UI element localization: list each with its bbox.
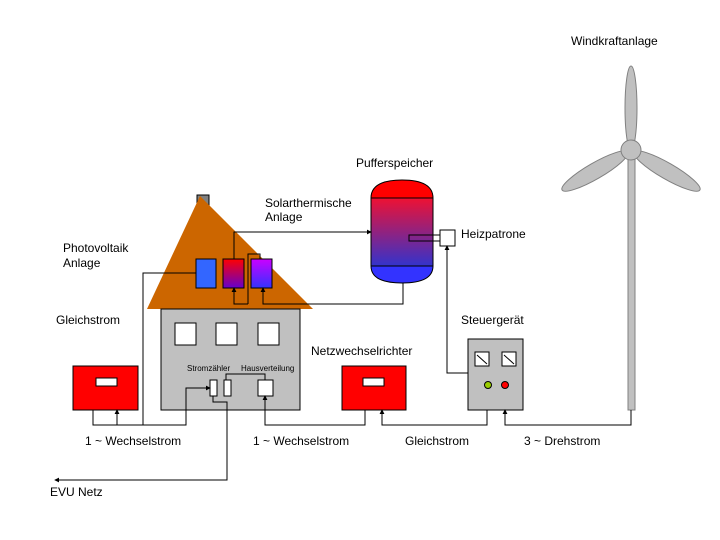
distribution-box	[257, 379, 274, 397]
label-gleichstrom-bottom: Gleichstrom	[405, 434, 469, 448]
grid-inverter	[341, 365, 407, 411]
meter-box	[209, 379, 218, 397]
label-photovoltaik: Photovoltaik	[63, 241, 129, 255]
label-heizpatrone: Heizpatrone	[461, 227, 526, 241]
wiring	[54, 229, 632, 483]
window	[215, 322, 238, 346]
solar-collector-2	[250, 258, 273, 289]
buffer-tank	[370, 179, 456, 284]
label-wechselstrom-1: 1 ~ Wechselstrom	[85, 434, 181, 448]
house	[147, 194, 313, 411]
window	[174, 322, 197, 346]
pv-inverter	[72, 365, 139, 411]
meter-box	[223, 379, 232, 397]
label-wechselstrom-2: 1 ~ Wechselstrom	[253, 434, 349, 448]
controller	[467, 338, 524, 411]
label-steuergeraet: Steuergerät	[461, 313, 524, 327]
label-stromzaehler: Stromzähler	[187, 364, 230, 373]
label-pufferspeicher: Pufferspeicher	[356, 156, 433, 170]
label-netzwechselrichter: Netzwechselrichter	[311, 344, 412, 358]
label-windkraftanlage: Windkraftanlage	[571, 34, 658, 48]
label-solarthermische: Solarthermische	[265, 196, 352, 210]
label-pv-anlage: Anlage	[63, 256, 101, 270]
label-solar-anlage: Anlage	[265, 210, 303, 224]
green-led-icon	[484, 381, 492, 389]
solar-collector-1	[222, 258, 245, 289]
label-gleichstrom-left: Gleichstrom	[56, 313, 120, 327]
wind-turbine	[561, 65, 701, 411]
label-evu-netz: EVU Netz	[50, 485, 103, 499]
pv-panel	[195, 258, 217, 289]
window	[257, 322, 280, 346]
label-hausverteilung: Hausverteilung	[241, 364, 294, 373]
red-led-icon	[501, 381, 509, 389]
label-drehstrom: 3 ~ Drehstrom	[524, 434, 600, 448]
heizpatrone-box	[439, 229, 456, 247]
